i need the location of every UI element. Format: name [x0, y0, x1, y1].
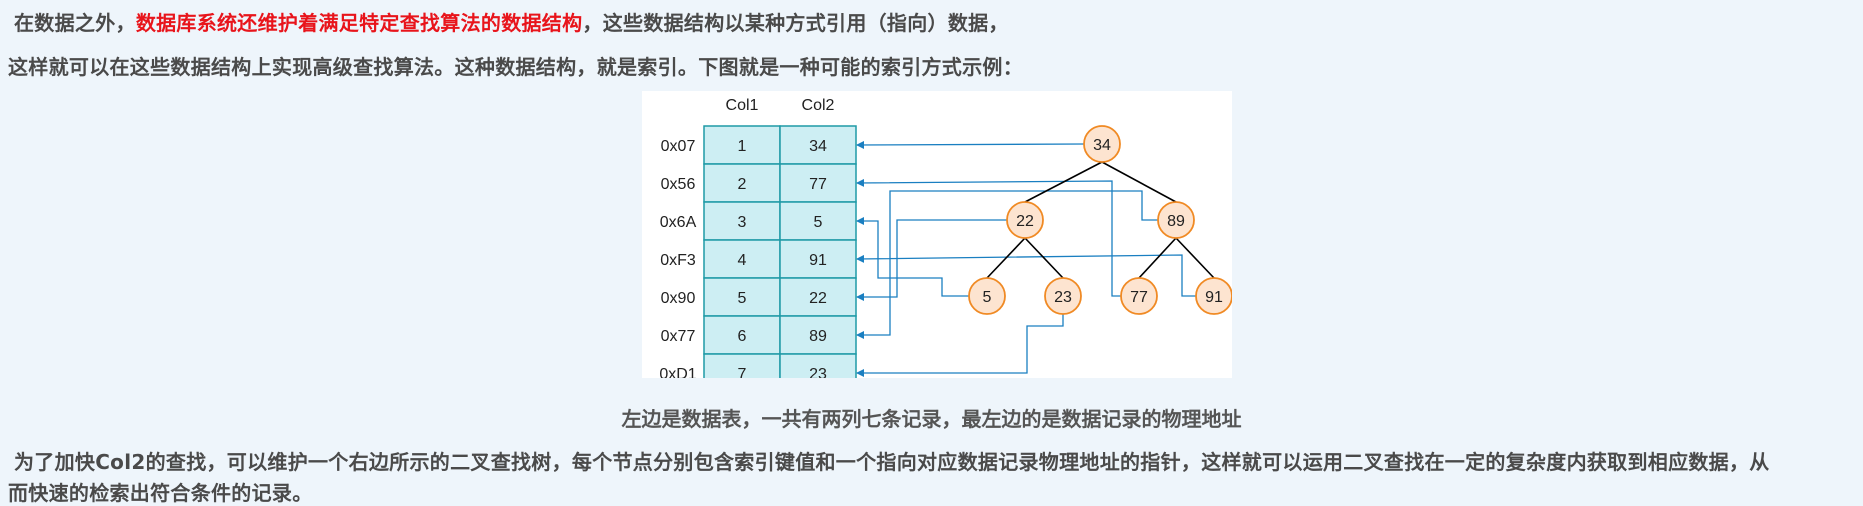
row-address: 0x07	[661, 138, 696, 155]
table-cell-value: 6	[738, 328, 747, 345]
row-address: 0xD1	[659, 366, 696, 378]
row-address: 0x77	[661, 328, 696, 345]
pointer-link	[856, 140, 1085, 149]
table-cell	[779, 353, 857, 378]
table-cell	[703, 201, 781, 241]
row-address: 0x56	[661, 176, 696, 193]
tree-edge	[1024, 237, 1064, 279]
table-cell-value: 23	[809, 366, 827, 378]
table-cell	[703, 353, 781, 378]
table-cell	[779, 201, 857, 241]
tree-node	[1006, 201, 1044, 239]
table-cell	[779, 239, 857, 279]
tree-edge	[1175, 237, 1215, 279]
column-header: Col2	[802, 97, 835, 114]
table-cell	[703, 239, 781, 279]
tree-edge	[1024, 161, 1103, 203]
table-cell-value: 2	[738, 176, 747, 193]
tree-edge	[1138, 237, 1177, 279]
table-cell-value: 34	[809, 138, 827, 155]
intro-paragraph-2: 这样就可以在这些数据结构上实现高级查找算法。这种数据结构，就是索引。下图就是一种…	[8, 55, 1023, 79]
table-cell-value: 22	[809, 290, 827, 307]
row-address: 0xF3	[660, 252, 696, 269]
pointer-link	[856, 254, 1196, 297]
tree-node	[968, 277, 1006, 315]
tree-node	[1195, 277, 1232, 315]
tree-node	[1083, 125, 1121, 163]
intro-tail: ，这些数据结构以某种方式引用（指向）数据，	[582, 11, 1009, 35]
figure-caption: 左边是数据表，一共有两列七条记录，最左边的是数据记录的物理地址	[621, 407, 1242, 431]
table-cell	[779, 277, 857, 317]
table-cell-value: 7	[738, 366, 747, 378]
intro-highlight: 数据库系统还维护着满足特定查找算法的数据结构	[135, 11, 583, 35]
table-cell-value: 89	[809, 328, 827, 345]
table-cell-value: 77	[809, 176, 827, 193]
intro-lead: 在数据之外，	[14, 11, 136, 35]
tree-edge	[986, 237, 1026, 279]
tree-node-key: 22	[1016, 213, 1034, 230]
tree-edge	[1101, 161, 1177, 203]
table-cell-value: 91	[809, 252, 827, 269]
pointer-link	[856, 190, 1158, 339]
closing-paragraph-line-2: 而快速的检索出符合条件的记录。	[8, 481, 313, 505]
tree-node	[1157, 201, 1195, 239]
pointer-link	[856, 314, 1064, 377]
tree-node-key: 5	[983, 289, 992, 306]
tree-node-key: 89	[1167, 213, 1185, 230]
table-cell-value: 3	[738, 214, 747, 231]
row-address: 0x90	[661, 290, 696, 307]
tree-node-key: 91	[1205, 289, 1223, 306]
tree-node-key: 77	[1130, 289, 1148, 306]
tree-node	[1044, 277, 1082, 315]
index-diagram-svg: Col1 Col2 0x07 1 34 0x56 2 77 0x6A 3 5 0xF3 4 91 0x90 5…	[659, 97, 1232, 378]
index-diagram: Col1 Col2 0x07 1 34 0x56 2 77 0x6A 3 5 0xF3 4 91 0x90 5…	[642, 91, 1232, 378]
table-cell-value: 1	[738, 138, 747, 155]
tree-node	[1120, 277, 1158, 315]
closing-paragraph-line-1: 为了加快Col2的查找，可以维护一个右边所示的二叉查找树，每个节点分别包含索引键…	[14, 450, 1770, 474]
table-cell	[779, 315, 857, 355]
tree-node-key: 23	[1054, 289, 1072, 306]
intro-paragraph: 在数据之外，数据库系统还维护着满足特定查找算法的数据结构，这些数据结构以某种方式…	[14, 7, 1009, 36]
table-cell-value: 4	[738, 252, 747, 269]
pointer-link	[856, 217, 969, 297]
row-address: 0x6A	[660, 214, 697, 231]
pointer-link	[856, 178, 1121, 297]
tree-node-key: 34	[1093, 137, 1111, 154]
table-cell	[779, 125, 857, 165]
table-cell-value: 5	[738, 290, 747, 307]
table-cell-value: 5	[814, 214, 823, 231]
column-header: Col1	[726, 97, 759, 114]
